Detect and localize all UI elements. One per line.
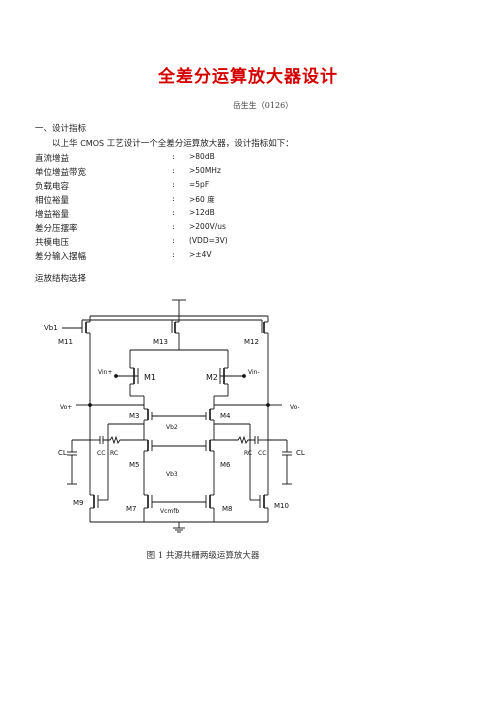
- spec-value: =5pF: [189, 180, 210, 189]
- spec-row: 负载电容 : =5pF: [35, 180, 395, 192]
- intro-prefix: 以上华: [52, 139, 78, 149]
- rc-right-label: RC: [244, 450, 252, 457]
- vin-plus-label: Vin+: [98, 369, 112, 376]
- spec-colon: :: [172, 180, 175, 190]
- m2-label: M2: [206, 373, 218, 382]
- spec-label: 相位裕量: [35, 196, 70, 206]
- m10-label: M10: [274, 502, 289, 510]
- spec-row: 差分输入摆幅 : >±4V: [35, 250, 395, 262]
- spec-value: >60 度: [189, 195, 215, 204]
- spec-colon: :: [172, 194, 175, 204]
- spec-row: 相位裕量 : >60 度: [35, 194, 395, 206]
- rc-right-resistor: [214, 435, 255, 445]
- author-line: 岳生生（0126）: [232, 101, 294, 110]
- spec-label: 增益裕量: [35, 210, 70, 220]
- spec-row: 增益裕量 : >12dB: [35, 208, 395, 220]
- spec-label: 差分输入摆幅: [35, 252, 87, 262]
- vin-minus-label: Vin-: [248, 369, 260, 376]
- m6-label: M6: [220, 461, 231, 469]
- vo-minus-label: Vo-: [290, 404, 300, 411]
- spec-value: >50MHz: [189, 166, 221, 175]
- m1-label: M1: [144, 373, 156, 382]
- intro-suffix: 工艺设计一个全差分运算放大器，设计指标如下：: [106, 139, 294, 149]
- section-heading: 一、设计指标: [35, 124, 87, 134]
- spec-colon: :: [172, 250, 175, 260]
- rc-left-label: RC: [110, 450, 118, 457]
- spec-label: 差分压摆率: [35, 224, 78, 234]
- m9-label: M9: [73, 499, 84, 507]
- spec-row: 共模电压 : (VDD=3V): [35, 236, 395, 248]
- cc-left-label: CC: [97, 450, 105, 457]
- spec-label: 共模电压: [35, 238, 70, 248]
- cl-left-label: CL: [58, 449, 67, 457]
- spec-value: >80dB: [189, 152, 215, 161]
- m7-label: M7: [126, 505, 137, 513]
- rc-left-resistor: [103, 435, 144, 445]
- intro-process: CMOS: [80, 139, 105, 148]
- m11-label: M11: [58, 338, 73, 346]
- spec-colon: :: [172, 222, 175, 232]
- spec-colon: :: [172, 152, 175, 162]
- vb1-label: Vb1: [44, 324, 58, 332]
- spec-value: >±4V: [189, 250, 212, 259]
- spec-label: 负载电容: [35, 182, 70, 192]
- m12-label: M12: [244, 338, 259, 346]
- spec-value: >12dB: [189, 208, 215, 217]
- spec-colon: :: [172, 166, 175, 176]
- intro-paragraph: 以上华 CMOS 工艺设计一个全差分运算放大器，设计指标如下：: [52, 137, 294, 149]
- spec-value: >200V/us: [189, 222, 226, 231]
- document-title: 全差分运算放大器设计: [158, 67, 338, 87]
- vb2-label: Vb2: [166, 424, 178, 431]
- m4-label: M4: [220, 412, 231, 420]
- cc-right-label: CC: [258, 450, 266, 457]
- figure-caption: 图 1 共源共栅两级运算放大器: [146, 551, 260, 561]
- spec-colon: :: [172, 208, 175, 218]
- m8-label: M8: [222, 505, 233, 513]
- vo-plus-label: Vo+: [60, 404, 72, 411]
- structure-heading: 运放结构选择: [35, 274, 87, 284]
- spec-row: 差分压摆率 : >200V/us: [35, 222, 395, 234]
- spec-colon: :: [172, 236, 175, 246]
- spec-label: 直流增益: [35, 154, 70, 164]
- m5-label: M5: [129, 461, 140, 469]
- spec-value: (VDD=3V): [189, 236, 228, 245]
- cl-right-label: CL: [296, 449, 305, 457]
- spec-row: 直流增益 : >80dB: [35, 152, 395, 164]
- spec-label: 单位增益带宽: [35, 168, 87, 178]
- vb3-label: Vb3: [166, 471, 178, 478]
- m13-label: M13: [153, 338, 168, 346]
- m3-label: M3: [129, 412, 140, 420]
- vcmfb-label: Vcmfb: [160, 508, 179, 515]
- spec-row: 单位增益带宽 : >50MHz: [35, 166, 395, 178]
